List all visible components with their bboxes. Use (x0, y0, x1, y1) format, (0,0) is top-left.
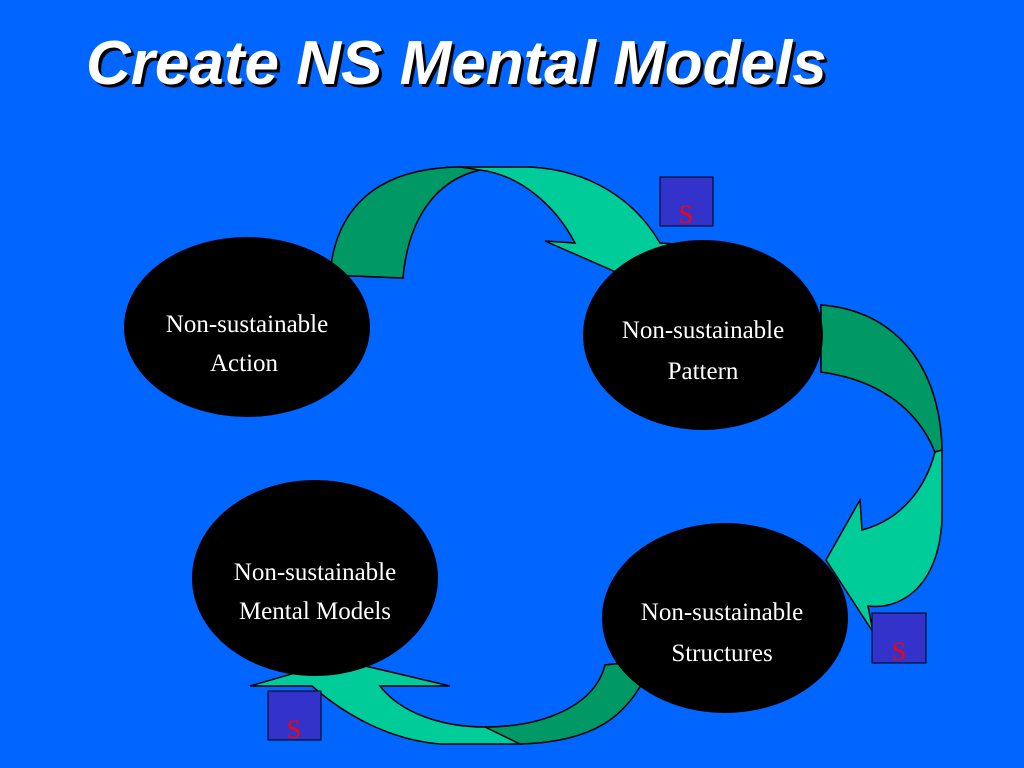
arrow-structures-to-mental-models (249, 659, 655, 745)
node-action-label-line1: Non-sustainable (166, 311, 328, 338)
node-pattern-label-line2: Pattern (668, 358, 739, 385)
s-marker-top-label: S (679, 200, 693, 229)
node-pattern-label-line1: Non-sustainable (622, 317, 784, 344)
node-action: Non-sustainable Action (124, 237, 370, 417)
s-marker-bottom-label: S (287, 715, 301, 744)
s-marker-right: S (871, 612, 927, 666)
node-structures: Non-sustainable Structures (602, 523, 848, 713)
arrow-pattern-to-structures (820, 304, 943, 633)
node-mental-models-label-line2: Mental Models (239, 598, 391, 625)
s-marker-bottom: S (267, 690, 322, 744)
node-mental-models-label-line1: Non-sustainable (234, 559, 396, 586)
node-structures-label-line2: Structures (671, 640, 772, 667)
node-mental-models: Non-sustainable Mental Models (192, 480, 438, 676)
page-title: Create NS Mental Models (86, 29, 827, 98)
s-marker-right-label: S (892, 637, 906, 666)
node-pattern: Non-sustainable Pattern (583, 240, 823, 430)
node-action-label-line2: Action (210, 350, 279, 377)
s-marker-top: S (659, 176, 714, 229)
node-structures-label-line1: Non-sustainable (641, 599, 803, 626)
